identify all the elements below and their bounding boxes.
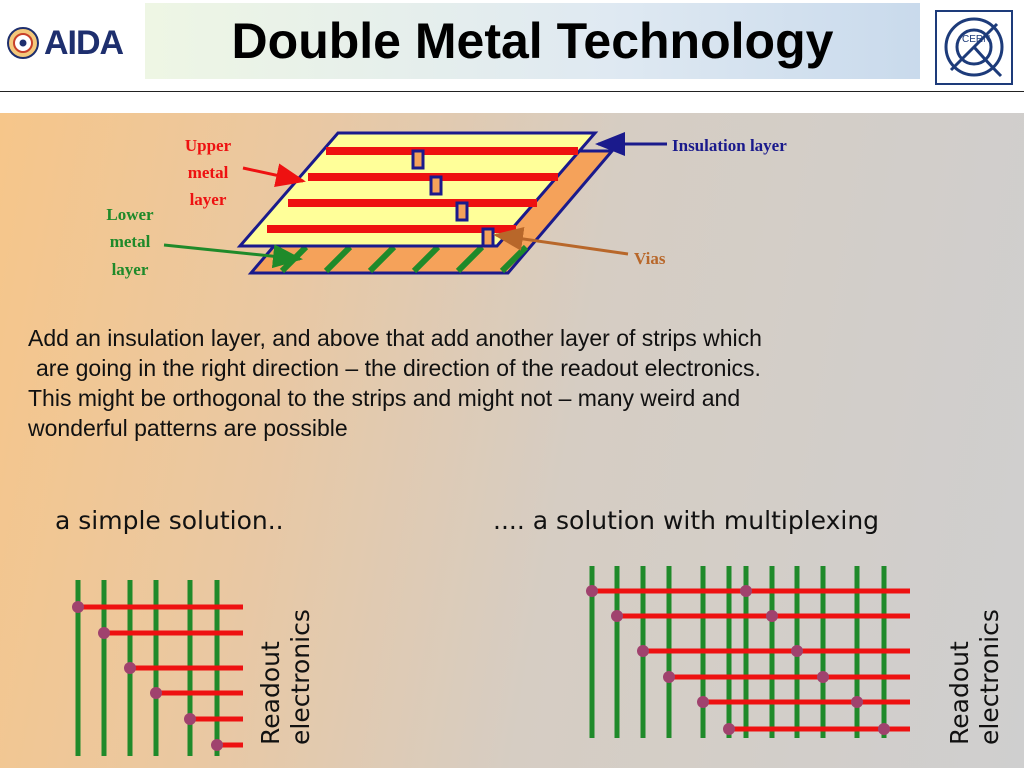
simple-via-dot bbox=[124, 662, 136, 674]
mux-via-dot bbox=[586, 585, 598, 597]
simple-routing bbox=[72, 580, 243, 756]
description-line: Add an insulation layer, and above that … bbox=[28, 325, 762, 351]
via bbox=[481, 227, 495, 248]
vias-arrow bbox=[493, 226, 629, 256]
mux-via-dot bbox=[791, 645, 803, 657]
title-box: Double Metal Technology bbox=[145, 3, 920, 79]
multiplexing-readout-label: Readout electronics bbox=[945, 609, 1005, 745]
lower-metal-arrow bbox=[163, 243, 303, 269]
lower-strip bbox=[499, 244, 529, 274]
mux-via-dot bbox=[878, 723, 890, 735]
mux-via-dot bbox=[637, 645, 649, 657]
vias-label: Vias bbox=[634, 249, 666, 268]
simple-via-dot bbox=[72, 601, 84, 613]
simple-via-dot bbox=[98, 627, 110, 639]
upper-metal-label-line: metal bbox=[188, 163, 229, 182]
simple-readout-label: Readout electronics bbox=[256, 609, 316, 745]
aida-emblem-icon bbox=[7, 27, 39, 59]
lower-metal-label: Lower metal layer bbox=[106, 205, 154, 279]
description-line: This might be orthogonal to the strips a… bbox=[28, 385, 741, 411]
mux-via-dot bbox=[817, 671, 829, 683]
via bbox=[429, 175, 443, 196]
mux-via-dot bbox=[740, 585, 752, 597]
vias bbox=[411, 149, 495, 248]
simple-via-dot bbox=[184, 713, 196, 725]
insulation-label: Insulation layer bbox=[672, 136, 787, 155]
cern-logo: CERN bbox=[935, 10, 1013, 85]
description-text: Add an insulation layer, and above that … bbox=[28, 323, 988, 443]
mux-via-dot bbox=[766, 610, 778, 622]
upper-metal-label: Upper metal layer bbox=[185, 136, 232, 209]
mux-via-dot bbox=[611, 610, 623, 622]
readout-label-line: Readout bbox=[945, 641, 974, 745]
simple-via-dot bbox=[150, 687, 162, 699]
upper-metal-arrow bbox=[242, 163, 306, 188]
lower-metal-label-line: Lower bbox=[106, 205, 154, 224]
via bbox=[455, 201, 469, 222]
lower-strip bbox=[455, 244, 485, 274]
page-title: Double Metal Technology bbox=[231, 13, 834, 69]
simple-via-dot bbox=[211, 739, 223, 751]
mux-via-dot bbox=[723, 723, 735, 735]
readout-label-line: Readout bbox=[256, 641, 285, 745]
aida-logo-text: AIDA bbox=[44, 23, 124, 62]
mux-via-dot bbox=[851, 696, 863, 708]
lower-metal-label-line: layer bbox=[112, 260, 149, 279]
readout-label-line: electronics bbox=[286, 609, 315, 745]
cern-logo-text: CERN bbox=[962, 34, 990, 45]
header: AIDA Double Metal Technology CERN bbox=[0, 0, 1024, 92]
upper-metal-label-line: Upper bbox=[185, 136, 232, 155]
sensor-stack bbox=[236, 131, 616, 275]
aida-logo: AIDA bbox=[6, 18, 124, 68]
cern-emblem-icon bbox=[944, 17, 1004, 78]
upper-metal-label-line: layer bbox=[190, 190, 227, 209]
lower-strip bbox=[411, 244, 441, 274]
mux-via-dot bbox=[663, 671, 675, 683]
description-line: wonderful patterns are possible bbox=[28, 415, 348, 441]
simple-solution-caption: a simple solution.. bbox=[55, 506, 284, 535]
lower-metal-label-line: metal bbox=[110, 232, 151, 251]
readout-label-line: electronics bbox=[975, 609, 1004, 745]
multiplexing-solution-caption: .... a solution with multiplexing bbox=[493, 506, 880, 535]
lower-strip bbox=[323, 244, 353, 274]
header-divider bbox=[0, 91, 1024, 92]
diagram-canvas: Upper metal layer Lower metal layer Insu… bbox=[72, 131, 910, 756]
mux-via-dot bbox=[697, 696, 709, 708]
content-panel: Upper metal layer Lower metal layer Insu… bbox=[0, 113, 1024, 768]
via bbox=[411, 149, 425, 170]
description-line: are going in the right direction – the d… bbox=[36, 355, 761, 381]
upper-metal-strips bbox=[267, 147, 578, 233]
multiplexing-routing bbox=[586, 566, 910, 738]
lower-strip bbox=[367, 244, 397, 274]
